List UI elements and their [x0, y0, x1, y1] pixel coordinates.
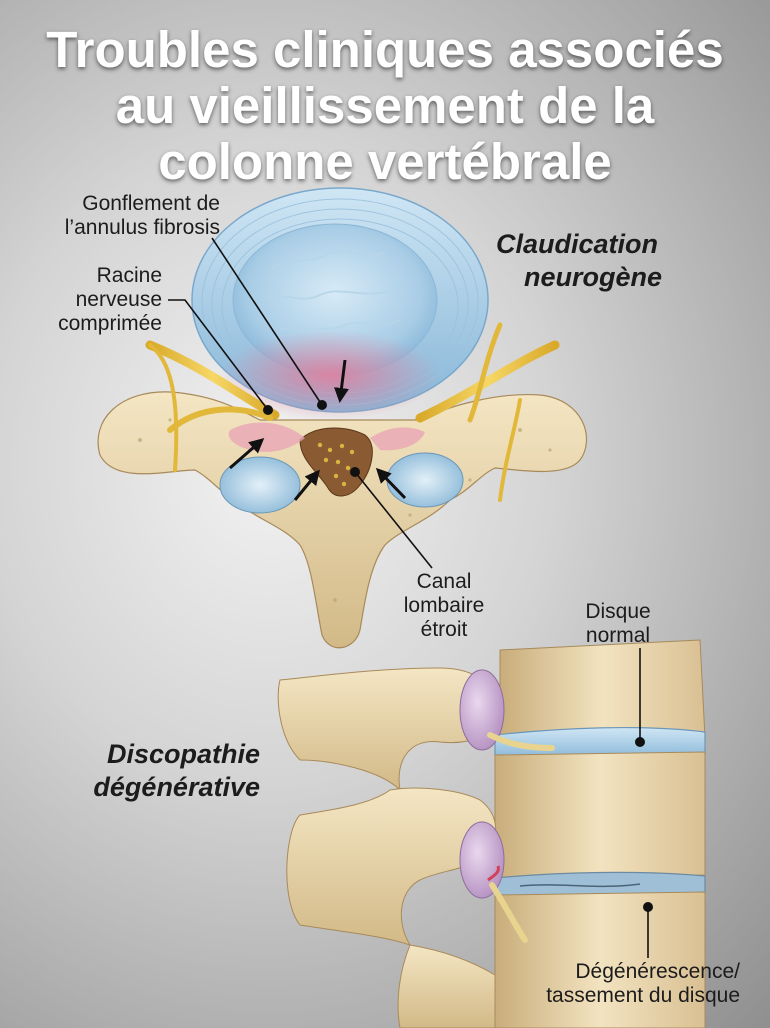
title-line-1: Troubles cliniques associés [46, 21, 724, 78]
label-canal: Canal lombaire étroit [383, 570, 505, 642]
label-racine-line-1: Racine [96, 264, 162, 287]
label-disque-normal-line-2: normal [585, 624, 651, 647]
axial-vertebra [97, 187, 588, 649]
label-disque-normal: Disque normal [566, 600, 670, 648]
condition-claudication-line-1: Claudication [496, 229, 659, 259]
condition-claudication-line-2: neurogène [524, 262, 663, 292]
label-gonflement-line-1: Gonflement de [82, 192, 220, 215]
leader-lines-bottom [639, 648, 649, 958]
label-racine-line-3: comprimée [58, 312, 162, 335]
label-degenerescence-line-1: Dégénérescence/ [575, 960, 740, 983]
condition-discopathie: Discopathie dégénérative [20, 738, 260, 804]
leader-lines-top [168, 237, 433, 569]
label-canal-line-1: Canal [416, 570, 472, 593]
title-line-2: au vieillissement de la [115, 77, 655, 134]
label-racine-line-2: nerveuse [75, 288, 162, 311]
label-racine: Racine nerveuse comprimée [10, 264, 162, 336]
label-canal-line-2: lombaire [403, 594, 485, 617]
page-title: Troubles cliniques associés au vieilliss… [0, 22, 770, 190]
condition-discopathie-line-1: Discopathie [106, 739, 260, 769]
title-line-3: colonne vertébrale [158, 133, 612, 190]
label-gonflement: Gonflement de l’annulus fibrosis [10, 192, 220, 240]
label-canal-line-3: étroit [420, 618, 468, 641]
label-degenerescence-line-2: tassement du disque [546, 984, 740, 1007]
label-degenerescence: Dégénérescence/ tassement du disque [440, 960, 740, 1008]
condition-claudication: Claudication neurogène [496, 228, 662, 294]
label-gonflement-line-2: l’annulus fibrosis [64, 216, 220, 239]
condition-discopathie-line-2: dégénérative [93, 772, 260, 802]
label-disque-normal-line-1: Disque [585, 600, 651, 623]
sagittal-spine [277, 639, 706, 1028]
